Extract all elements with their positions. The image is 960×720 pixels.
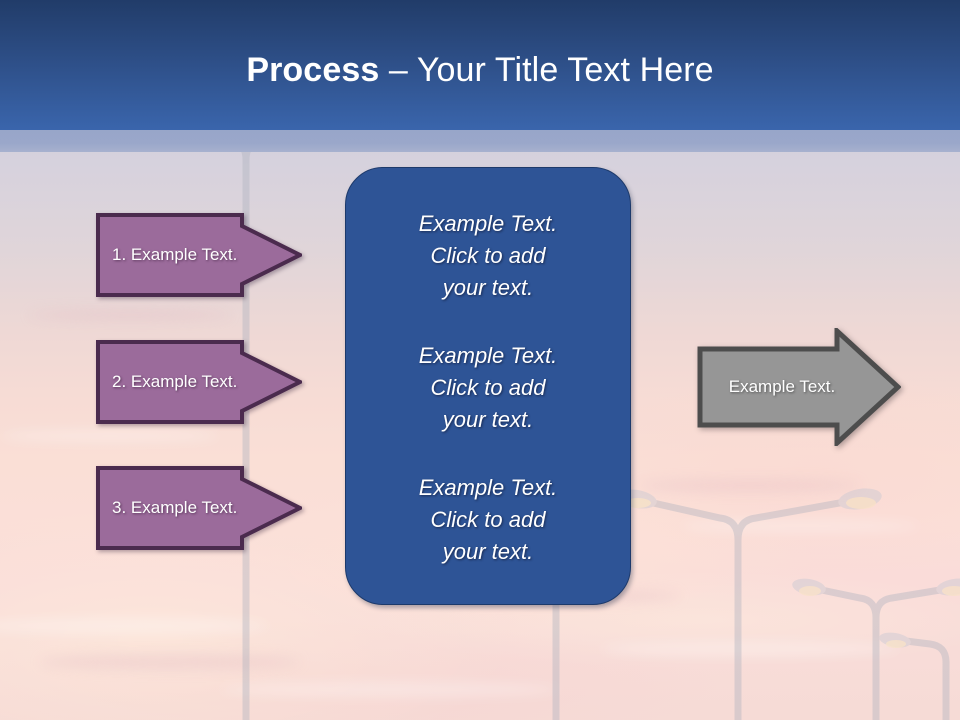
result-arrow[interactable]: Example Text. (697, 328, 901, 446)
content-block-3: Example Text. Click to add your text. (418, 475, 558, 564)
page-title: Process – Your Title Text Here (0, 50, 960, 90)
step-arrow-1[interactable]: 1. Example Text. (96, 213, 302, 297)
step-arrow-2[interactable]: 2. Example Text. (96, 340, 302, 424)
page-title-bold: Process (246, 51, 380, 89)
arrow-right-shape-icon (96, 213, 302, 297)
step-arrow-3[interactable]: 3. Example Text. (96, 466, 302, 550)
cloud-wisp (680, 520, 920, 532)
cloud-wisp (600, 642, 900, 656)
cloud-wisp (640, 480, 860, 491)
content-box[interactable]: Example Text. Click to add your text. Ex… (345, 167, 631, 605)
step-arrow-3-label: 3. Example Text. (112, 498, 238, 517)
content-block-2: Example Text. Click to add your text. (418, 343, 558, 432)
cloud-wisp (30, 310, 230, 320)
title-banner (0, 0, 960, 130)
step-arrow-1-label: 1. Example Text. (112, 245, 238, 264)
arrow-right-shape-icon (96, 340, 302, 424)
content-block-1: Example Text. Click to add your text. (418, 211, 558, 300)
cloud-wisp (40, 655, 300, 669)
title-banner-accent-strip (0, 130, 960, 152)
cloud-wisp (0, 618, 270, 634)
page-title-rest: – Your Title Text Here (379, 51, 714, 89)
step-arrow-2-label: 2. Example Text. (112, 372, 238, 391)
arrow-right-shape-icon (96, 466, 302, 550)
arrow-right-shape-icon (697, 328, 901, 446)
cloud-wisp (0, 430, 220, 442)
cloud-wisp (220, 682, 560, 697)
result-arrow-label: Example Text. (728, 377, 836, 396)
